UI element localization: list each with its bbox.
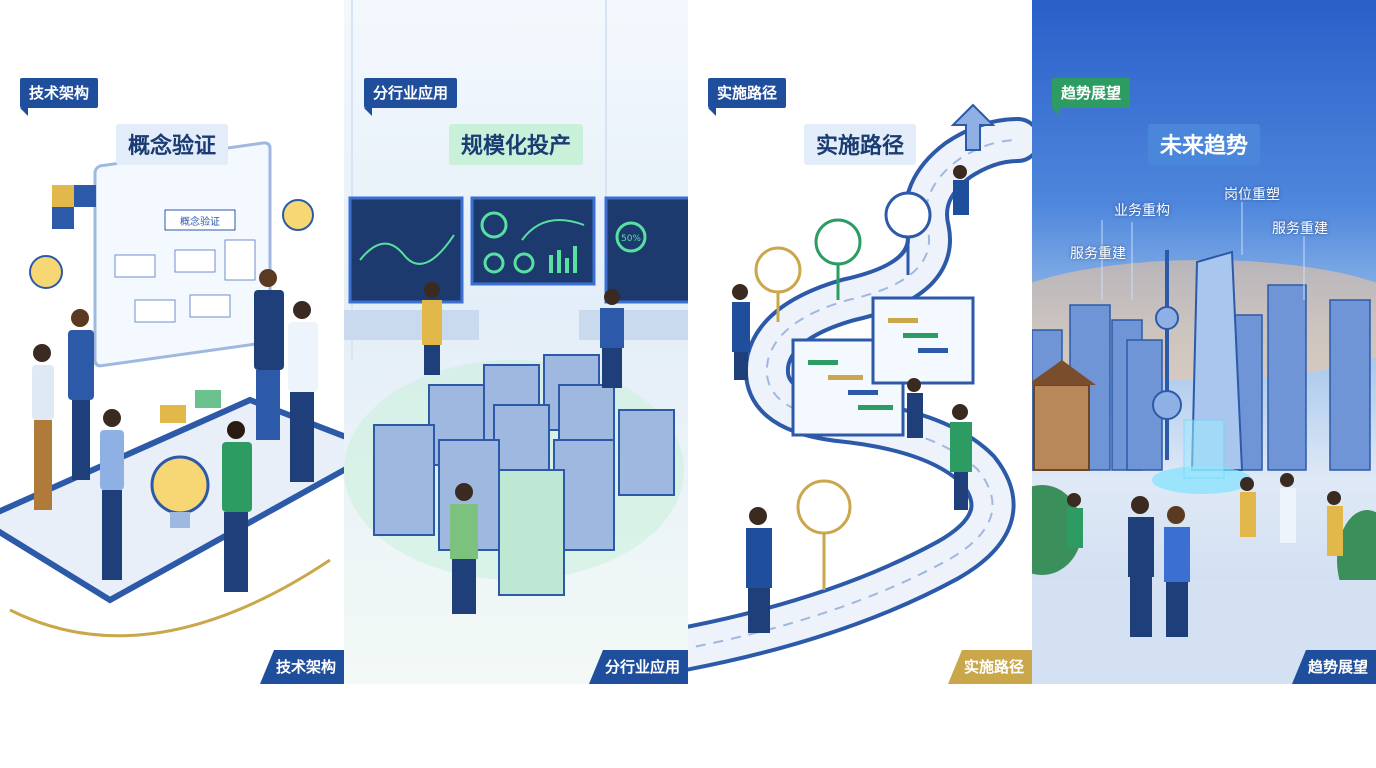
future-trends-illustration: [1032, 202, 1376, 684]
panel-concept-validation: 概念验证: [0, 0, 344, 684]
panel-scale-production: 50% 分行业应用 规模化投产 分行业应用: [344, 0, 688, 684]
panel-implementation-path: 实施路径 实施路径 实施路径: [688, 0, 1032, 684]
trend-label: 岗位重塑: [1224, 187, 1280, 203]
panel-title: 规模化投产: [448, 124, 584, 165]
section-tag: 分行业应用: [364, 78, 458, 116]
corner-label: 趋势展望: [1291, 650, 1376, 684]
panel-title: 未来趋势: [1147, 124, 1261, 165]
corner-label: 实施路径: [947, 650, 1032, 684]
whiteboard-title: 概念验证: [180, 215, 220, 228]
section-tag: 趋势展望: [1052, 78, 1131, 116]
gauge-value: 50%: [621, 234, 641, 244]
panel-title: 概念验证: [115, 124, 229, 165]
panel-title: 实施路径: [803, 124, 917, 165]
trend-label: 业务重构: [1114, 203, 1170, 219]
illustration-strip: 概念验证: [0, 0, 1376, 684]
scale-production-illustration: 50%: [344, 0, 688, 614]
panel-future-trends: 趋势展望 未来趋势 业务重构 岗位重塑 服务重建 服务重建 趋势展望: [1032, 0, 1376, 684]
corner-label: 技术架构: [259, 650, 344, 684]
section-tag: 技术架构: [20, 78, 99, 116]
trend-label: 服务重建: [1070, 246, 1126, 262]
corner-label: 分行业应用: [588, 650, 688, 684]
implementation-path-illustration: [688, 103, 1032, 672]
section-tag: 实施路径: [708, 78, 787, 116]
trend-label: 服务重建: [1272, 221, 1328, 237]
